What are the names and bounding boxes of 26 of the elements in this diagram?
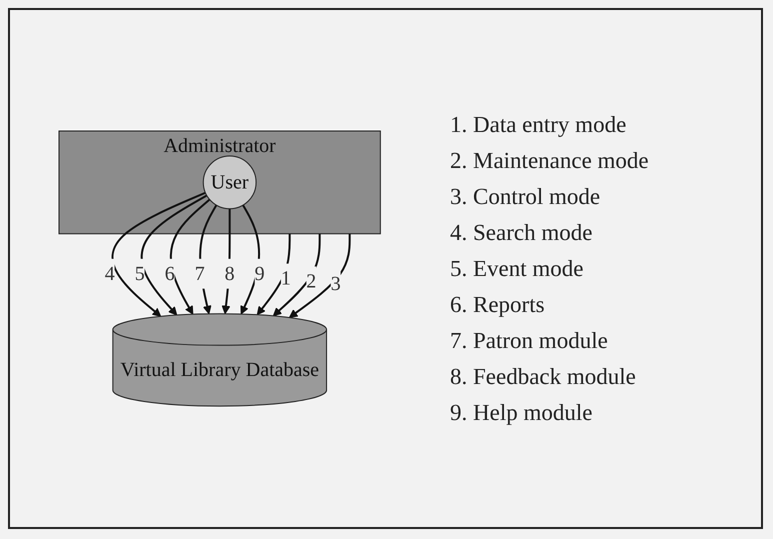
edge-label: 6 — [165, 262, 175, 285]
arrow — [112, 192, 206, 317]
arrow — [170, 198, 211, 315]
legend-item-text: 8. Feedback module — [450, 364, 637, 390]
edge-label: 2 — [306, 270, 317, 292]
edge-label: 9 — [255, 262, 265, 285]
legend-item-text: 6. Reports — [450, 292, 546, 318]
edge-label: 7 — [195, 262, 205, 285]
arrow — [289, 234, 351, 318]
legend-item-text: 5. Event mode — [450, 256, 584, 282]
edge-label: 3 — [331, 272, 342, 295]
legend-item-text: 9. Help module — [450, 400, 594, 426]
legend-item-text: 2. Maintenance mode — [450, 148, 649, 174]
cluster — [58, 130, 382, 234]
legend-item-text: 4. Search mode — [450, 220, 594, 246]
legend-item-text: 3. Control mode — [450, 184, 602, 210]
edge-label: 4 — [105, 262, 116, 285]
diagram-drawing: Administrator 4 5 6 7 8 9 1 2 3 User Virtual Library Database — [51, 122, 389, 414]
arrow — [140, 194, 208, 316]
edge-label: 1 — [281, 268, 292, 290]
legend-item-text: 7. Patron module — [450, 328, 609, 354]
node-circle — [203, 155, 257, 210]
arrow — [273, 234, 321, 316]
edge-label: 5 — [135, 262, 146, 285]
legend-item-text: 1. Data entry mode — [450, 112, 628, 138]
edge-label: 8 — [225, 262, 235, 285]
